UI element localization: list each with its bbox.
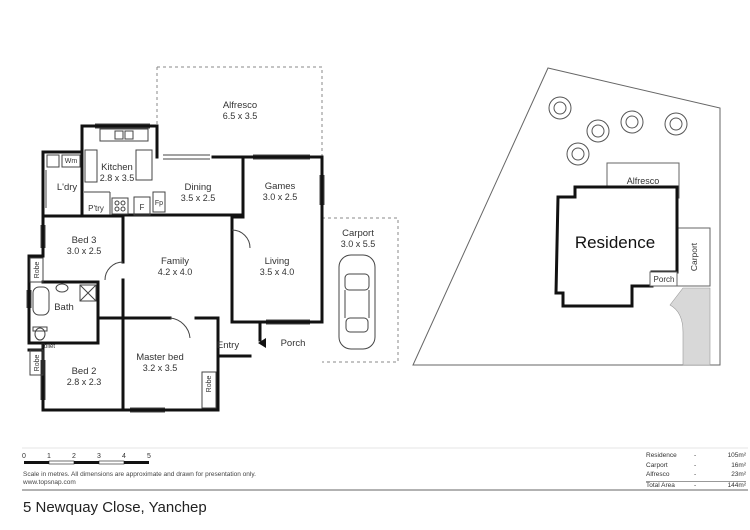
room-master-dim: 3.2 x 3.5: [143, 363, 178, 373]
scale-tick: 0: [22, 453, 26, 460]
windows: [26, 123, 325, 413]
entry-arrow-icon: [258, 338, 266, 348]
label-robe-bed3: Robe: [34, 262, 41, 279]
area-row: Residence- 105m²: [646, 452, 746, 462]
area-value: 105m²: [727, 452, 746, 459]
site-trees: [548, 96, 688, 166]
area-name: Residence: [646, 452, 677, 459]
scale-note: Scale in metres. All dimensions are appr…: [23, 471, 256, 478]
robes: [29, 257, 217, 409]
room-master-name: Master bed: [136, 352, 184, 363]
site-porch: [649, 271, 678, 287]
room-dining-name: Dining: [185, 182, 212, 193]
room-family-dim: 4.2 x 4.0: [158, 267, 193, 277]
area-row: Total Area- 144m²: [646, 480, 746, 492]
scale-tick: 1: [47, 453, 51, 460]
scale-bar: [24, 460, 149, 465]
area-name: Total Area: [646, 481, 675, 489]
label-toilet: Toilet: [41, 344, 55, 350]
label-fridge: F: [140, 203, 145, 212]
website-text: www.topsnap.com: [23, 479, 76, 486]
room-carport-name: Carport: [342, 228, 374, 239]
site-porch-label: Porch: [654, 275, 675, 284]
carport-outline: [322, 217, 399, 363]
label-fireplace: Fp: [155, 200, 163, 207]
scale-tick: 4: [122, 453, 126, 460]
site-carport-label: Carport: [689, 242, 699, 271]
car-icon: [338, 254, 376, 350]
label-robe-bed2: Robe: [34, 355, 41, 372]
label-wm: Wm: [65, 158, 78, 165]
scale-tick: 2: [72, 453, 76, 460]
area-value: 16m²: [731, 461, 746, 469]
site-alfresco-label: Alfresco: [627, 176, 660, 186]
room-carport-dim: 3.0 x 5.5: [341, 239, 376, 249]
room-games-name: Games: [265, 181, 296, 192]
site-carport: [676, 227, 711, 287]
scale-tick: 5: [147, 453, 151, 460]
room-dining-dim: 3.5 x 2.5: [181, 193, 216, 203]
room-bed2-dim: 2.8 x 2.3: [67, 377, 102, 387]
label-robe-master: Robe: [206, 376, 213, 393]
label-bath: Bath: [54, 302, 74, 313]
doors: [104, 154, 251, 339]
area-summary-table: Residence- 105m² Carport- 16m² Alfresco-…: [646, 452, 746, 491]
room-games-dim: 3.0 x 2.5: [263, 192, 298, 202]
room-bed2-name: Bed 2: [72, 366, 97, 377]
label-entry: Entry: [217, 340, 239, 351]
area-name: Alfresco: [646, 471, 670, 478]
property-address: 5 Newquay Close, Yanchep: [23, 499, 207, 516]
laundry-fixtures: [45, 154, 81, 208]
area-value: 23m²: [731, 471, 746, 478]
room-living-dim: 3.5 x 4.0: [260, 267, 295, 277]
room-kitchen-name: Kitchen: [101, 162, 133, 173]
room-bed3-name: Bed 3: [72, 235, 97, 246]
room-kitchen-dim: 2.8 x 3.5: [100, 173, 135, 183]
label-porch: Porch: [281, 338, 306, 349]
site-residence-label: Residence: [575, 233, 655, 252]
exterior-walls: [27, 124, 324, 412]
room-alfresco-name: Alfresco: [223, 100, 257, 111]
label-laundry: L'dry: [57, 182, 78, 193]
scale-tick: 3: [97, 453, 101, 460]
driveway: [669, 287, 711, 366]
area-row: Carport- 16m²: [646, 462, 746, 472]
kitchen-fixtures: [84, 128, 166, 216]
room-living-name: Living: [265, 256, 290, 267]
room-bed3-dim: 3.0 x 2.5: [67, 246, 102, 256]
room-family-name: Family: [161, 256, 189, 267]
label-pantry: P'try: [88, 204, 104, 213]
area-value: 144m²: [727, 481, 746, 489]
area-row: Alfresco- 23m²: [646, 471, 746, 481]
bathroom-fixtures: [32, 283, 97, 341]
area-name: Carport: [646, 461, 668, 469]
room-alfresco-dim: 6.5 x 3.5: [223, 111, 258, 121]
